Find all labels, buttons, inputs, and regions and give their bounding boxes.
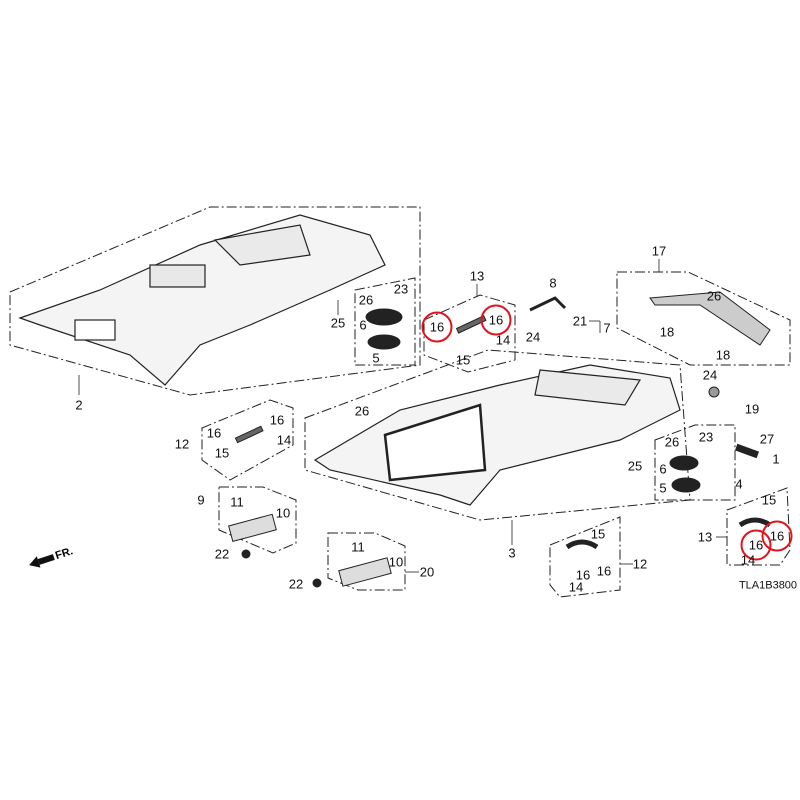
group-box-2 <box>9 206 421 396</box>
callout-12: 12 <box>632 556 648 572</box>
callout-14: 14 <box>740 552 756 568</box>
callout-4: 4 <box>735 476 743 492</box>
arrow-shaft <box>37 554 55 565</box>
callout-16-highlighted: 16 <box>480 304 512 336</box>
callout-16-highlighted: 16 <box>761 520 793 552</box>
leader-lines <box>78 259 727 573</box>
callout-13: 13 <box>697 529 713 545</box>
callout-3: 3 <box>508 545 516 561</box>
callout-15: 15 <box>455 352 471 368</box>
headliner-rear <box>313 364 681 506</box>
callout-23: 23 <box>698 429 714 445</box>
callout-7: 7 <box>603 320 611 336</box>
callout-10: 10 <box>388 554 404 570</box>
callout-26: 26 <box>358 292 374 308</box>
callout-24: 24 <box>702 367 718 383</box>
group-box-lamp-front <box>354 277 416 366</box>
callout-2: 2 <box>75 397 83 413</box>
callout-12: 12 <box>174 436 190 452</box>
callout-15: 15 <box>590 526 606 542</box>
callout-18: 18 <box>715 347 731 363</box>
callout-16: 16 <box>269 412 285 428</box>
group-box-12-front <box>201 399 294 481</box>
callout-22: 22 <box>214 546 230 562</box>
callout-23: 23 <box>393 281 409 297</box>
callout-16: 16 <box>206 425 222 441</box>
callout-25: 25 <box>330 315 346 331</box>
callout-26: 26 <box>706 288 722 304</box>
callout-1: 1 <box>772 451 780 467</box>
callout-25: 25 <box>627 458 643 474</box>
callout-5: 5 <box>372 350 380 366</box>
callout-14: 14 <box>495 332 511 348</box>
callout-11: 11 <box>351 539 365 555</box>
callout-16: 16 <box>575 567 591 583</box>
callout-6: 6 <box>359 317 367 333</box>
callout-20: 20 <box>419 564 435 580</box>
group-box-9 <box>218 486 297 554</box>
group-box-lamp-rear <box>654 424 736 501</box>
callout-19: 19 <box>744 401 760 417</box>
callout-9: 9 <box>197 492 205 508</box>
callout-16: 16 <box>596 563 612 579</box>
callout-14: 14 <box>568 579 584 595</box>
group-box-12-rear <box>549 516 621 598</box>
callout-15: 15 <box>214 445 230 461</box>
diagram-code: TLA1B3800 <box>738 579 798 592</box>
callout-16-highlighted: 16 <box>421 311 453 343</box>
callout-24: 24 <box>525 329 541 345</box>
callout-15: 15 <box>761 492 777 508</box>
callout-10: 10 <box>275 505 291 521</box>
callout-13: 13 <box>469 268 485 284</box>
callout-17: 17 <box>651 243 667 259</box>
callout-26: 26 <box>664 434 680 450</box>
group-box-17 <box>616 271 791 366</box>
callout-27: 27 <box>759 431 775 447</box>
callout-5: 5 <box>659 480 667 496</box>
callout-21: 21 <box>572 313 588 329</box>
callout-6: 6 <box>659 461 667 477</box>
small-parts <box>228 291 772 588</box>
callout-18: 18 <box>659 324 675 340</box>
group-box-20 <box>327 532 406 591</box>
callout-26: 26 <box>354 403 370 419</box>
callout-14: 14 <box>276 432 292 448</box>
group-box-13-rear <box>726 487 791 566</box>
callout-8: 8 <box>549 275 557 291</box>
callout-11: 11 <box>230 494 244 510</box>
callout-22: 22 <box>288 576 304 592</box>
headliner-front <box>18 214 386 386</box>
group-box-13-front <box>423 294 516 373</box>
